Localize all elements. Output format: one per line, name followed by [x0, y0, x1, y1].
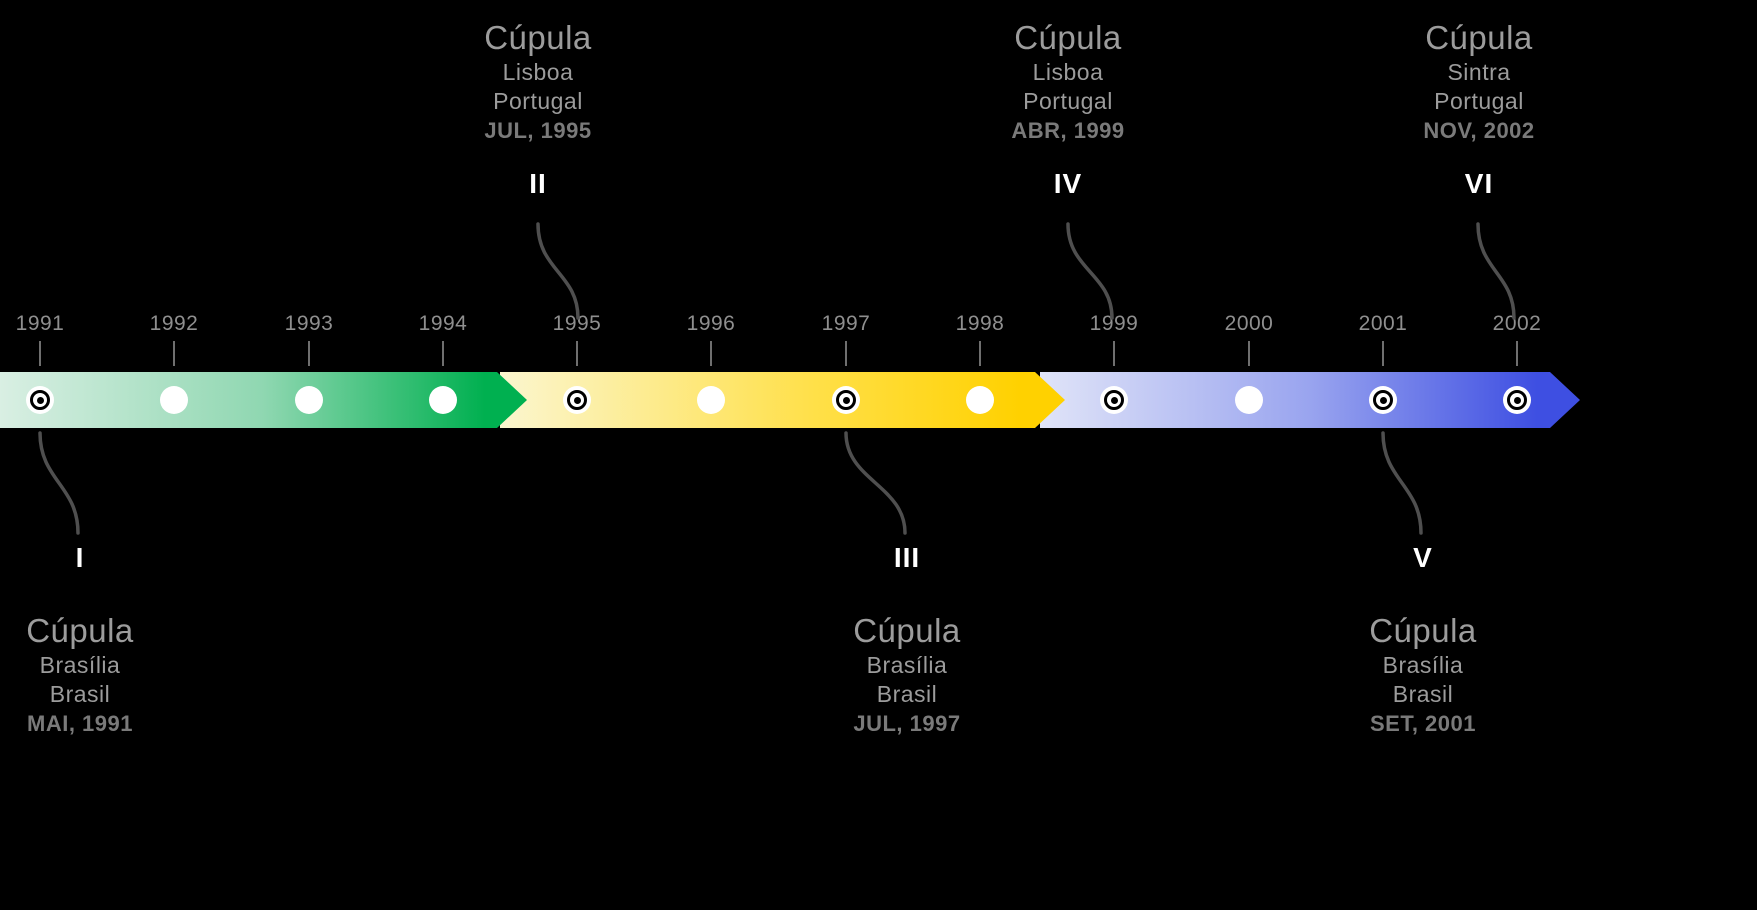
summit-country: Portugal [1023, 88, 1113, 114]
summit-country: Brasil [1392, 681, 1454, 707]
year-tick-2000 [1248, 341, 1250, 366]
year-tick-1996 [710, 341, 712, 366]
timeline-dot-2000 [1235, 386, 1263, 414]
summit-title: Cúpula [1014, 19, 1122, 56]
year-tick-1999 [1113, 341, 1115, 366]
timeline-dot-1991-summit [26, 386, 54, 414]
year-tick-1998 [979, 341, 981, 366]
connector-summit-V [1381, 431, 1423, 535]
summit-country: Portugal [1434, 88, 1524, 114]
summit-country: Brasil [49, 681, 111, 707]
year-tick-1997 [845, 341, 847, 366]
year-label-1999: 1999 [1089, 312, 1139, 335]
summit-city: Brasília [866, 652, 948, 678]
timeline-dot-1998 [966, 386, 994, 414]
summit-date: JUL, 1997 [853, 711, 961, 736]
summit-label-V: V Cúpula Brasília Brasil SET, 2001 [1293, 543, 1553, 738]
year-label-1997: 1997 [821, 312, 871, 335]
summit-label-II: Cúpula Lisboa Portugal JUL, 1995 II [408, 18, 668, 199]
timeline-dot-1994 [429, 386, 457, 414]
year-tick-2001 [1382, 341, 1384, 366]
summit-label-III: III Cúpula Brasília Brasil JUL, 1997 [777, 543, 1037, 738]
summit-numeral: IV [1053, 168, 1083, 199]
summit-city: Lisboa [502, 59, 574, 85]
summit-title: Cúpula [853, 612, 961, 649]
year-label-1993: 1993 [284, 312, 334, 335]
connector-summit-VI [1476, 222, 1516, 320]
summit-date: JUL, 1995 [484, 118, 592, 143]
timeline-dot-2002-summit [1503, 386, 1531, 414]
year-label-1998: 1998 [955, 312, 1005, 335]
timeline-segment-blue [1040, 372, 1580, 428]
timeline-dot-1992 [160, 386, 188, 414]
year-label-1995: 1995 [552, 312, 602, 335]
summit-label-IV: Cúpula Lisboa Portugal ABR, 1999 IV [938, 18, 1198, 199]
timeline-dot-1997-summit [832, 386, 860, 414]
summit-date: SET, 2001 [1369, 711, 1476, 736]
timeline-dot-1995-summit [563, 386, 591, 414]
connector-summit-I [38, 431, 80, 535]
year-tick-1993 [308, 341, 310, 366]
timeline-dot-2001-summit [1369, 386, 1397, 414]
summit-label-VI: Cúpula Sintra Portugal NOV, 2002 VI [1349, 18, 1609, 199]
summit-city: Sintra [1447, 59, 1511, 85]
summit-numeral: II [529, 168, 547, 199]
year-tick-1995 [576, 341, 578, 366]
timeline-dot-1996 [697, 386, 725, 414]
summit-numeral: III [893, 542, 921, 573]
connector-summit-II [536, 222, 580, 320]
summit-date: MAI, 1991 [27, 711, 133, 736]
summit-numeral: I [75, 542, 85, 573]
year-tick-2002 [1516, 341, 1518, 366]
summit-title: Cúpula [484, 19, 592, 56]
summit-numeral: V [1413, 542, 1433, 573]
summit-country: Brasil [876, 681, 938, 707]
summit-title: Cúpula [1425, 19, 1533, 56]
timeline-dot-1993 [295, 386, 323, 414]
summit-numeral: VI [1464, 168, 1494, 199]
year-label-2000: 2000 [1224, 312, 1274, 335]
connector-summit-III [844, 431, 907, 535]
summit-country: Portugal [493, 88, 583, 114]
year-tick-1994 [442, 341, 444, 366]
summit-title: Cúpula [1369, 612, 1477, 649]
summit-city: Brasília [1382, 652, 1464, 678]
year-tick-1992 [173, 341, 175, 366]
summit-label-I: I Cúpula Brasília Brasil MAI, 1991 [0, 543, 210, 738]
timeline-dot-1999-summit [1100, 386, 1128, 414]
year-label-2001: 2001 [1358, 312, 1408, 335]
year-label-1991: 1991 [15, 312, 65, 335]
year-label-1996: 1996 [686, 312, 736, 335]
summit-date: ABR, 1999 [1011, 118, 1125, 143]
summit-title: Cúpula [26, 612, 134, 649]
year-label-1994: 1994 [418, 312, 468, 335]
summit-city: Brasília [39, 652, 121, 678]
connector-summit-IV [1066, 222, 1114, 320]
summit-date: NOV, 2002 [1423, 118, 1535, 143]
year-label-1992: 1992 [149, 312, 199, 335]
year-tick-1991 [39, 341, 41, 366]
year-label-2002: 2002 [1492, 312, 1542, 335]
summit-city: Lisboa [1032, 59, 1104, 85]
